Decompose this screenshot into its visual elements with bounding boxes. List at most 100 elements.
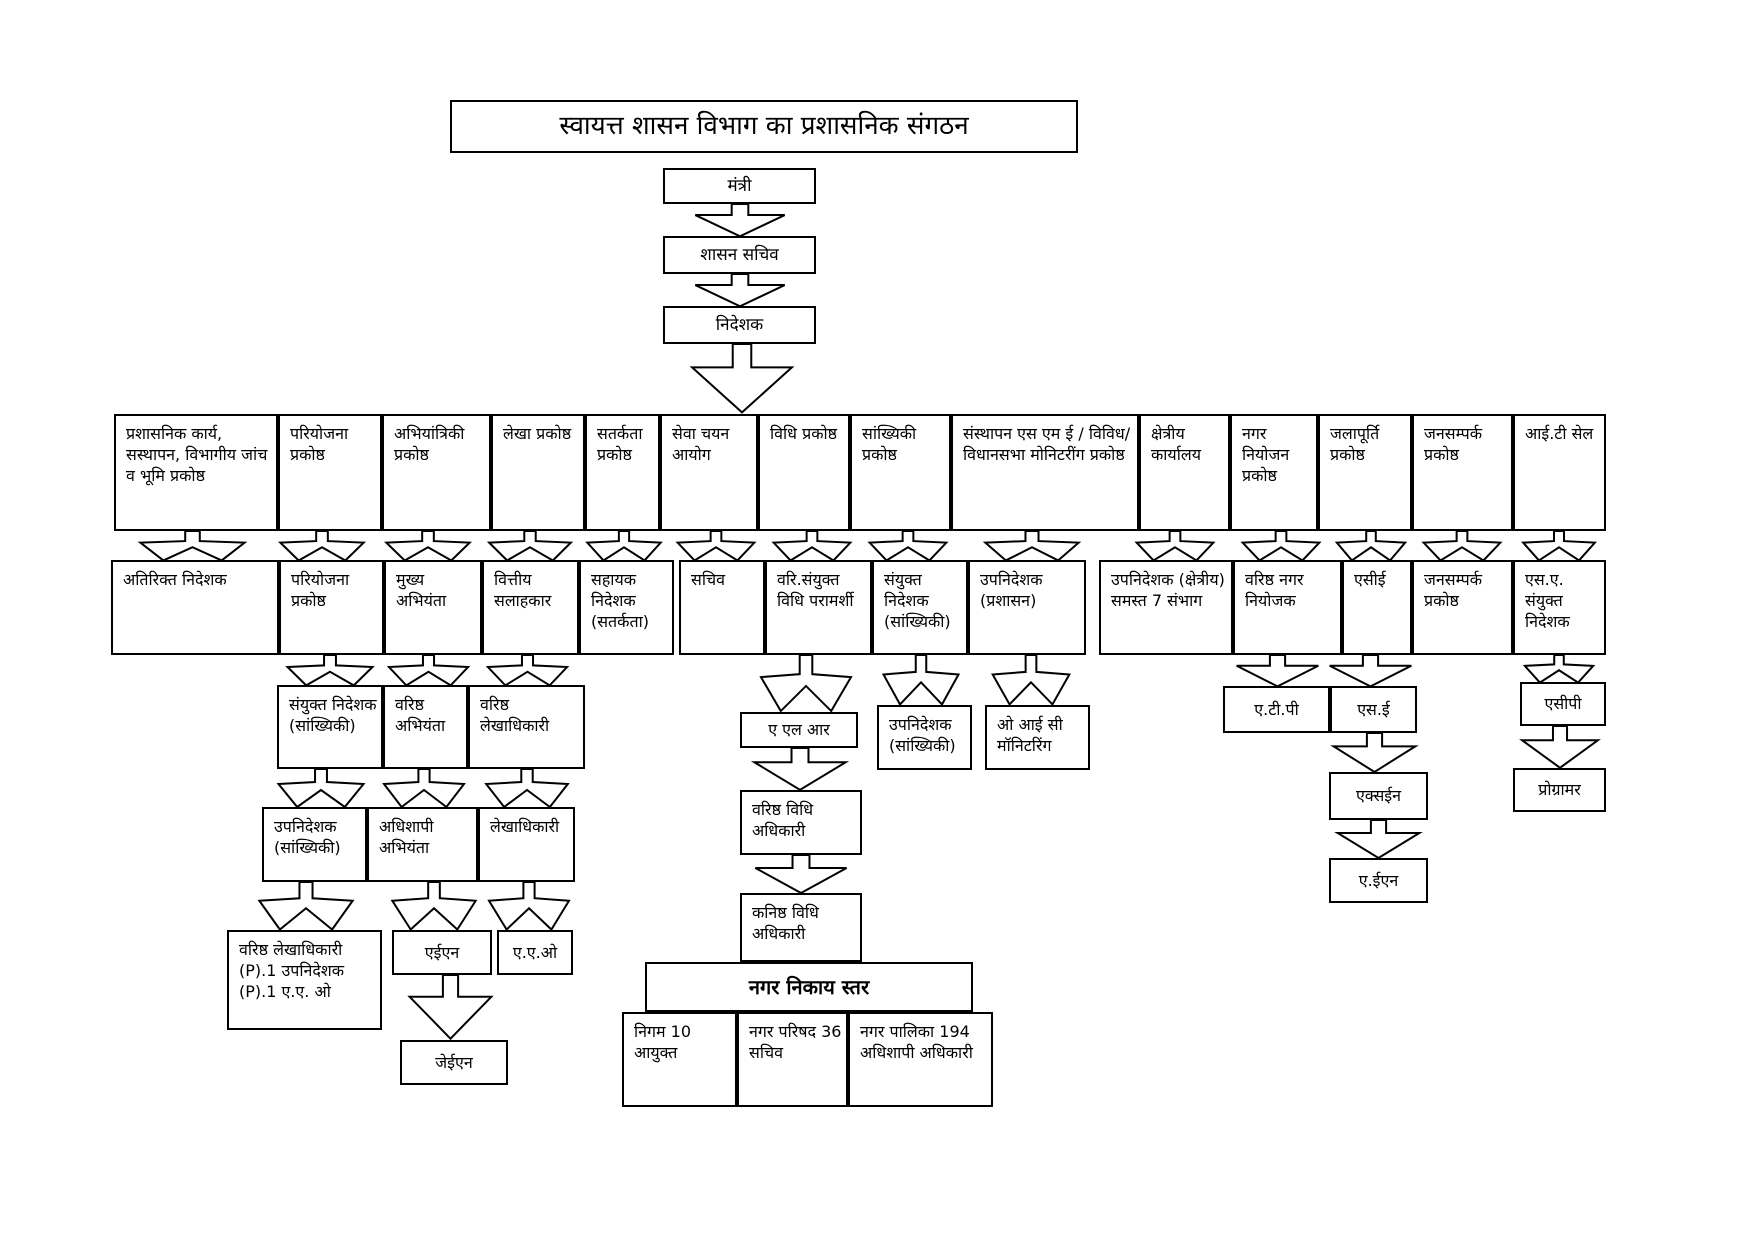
junior-law-officer: कनिष्ठ विधि अधिकारी <box>740 893 862 962</box>
statistics-cell: सांख्यिकी प्रकोष्ठ <box>850 414 951 531</box>
public-relations-cell-label: जनसम्पर्क प्रकोष्ठ <box>1424 424 1483 465</box>
fork-down-arrow <box>1416 531 1508 562</box>
fork-down-arrow <box>985 655 1077 707</box>
admin-establishment-cell: प्रशासनिक कार्य, सस्थापन, विभागीय जांच व… <box>114 414 278 531</box>
fork-down-arrow <box>1516 531 1602 562</box>
alr: ए एल आर <box>740 712 858 748</box>
accounts-cell-label: लेखा प्रकोष्ठ <box>503 424 572 443</box>
fork-down-arrow <box>270 769 372 809</box>
sa-joint-director: एस.ए. संयुक्त निदेशक <box>1513 560 1606 655</box>
director-label: निदेशक <box>715 314 764 335</box>
senior-accounts-officer: वरिष्ठ लेखाधिकारी <box>468 685 585 769</box>
corporation-commissioners: निगम 10 आयुक्त <box>622 1012 737 1107</box>
project-cell-2: परियोजना प्रकोष्ठ <box>279 560 384 655</box>
senior-law-officer: वरिष्ठ विधि अधिकारी <box>740 790 862 855</box>
fork-down-arrow <box>876 655 966 707</box>
service-selection-commission-label: सेवा चयन आयोग <box>672 424 730 465</box>
financial-advisor-label: वित्तीय सलाहकार <box>494 570 552 611</box>
atp-label: ए.टी.पी <box>1254 699 1299 719</box>
down-arrow <box>688 274 792 308</box>
assistant-director-vigilance: सहायक निदेशक (सतर्कता) <box>579 560 674 655</box>
senior-town-planner-label: वरिष्ठ नगर नियोजक <box>1245 570 1304 611</box>
deputy-director-admin: उपनिदेशक (प्रशासन) <box>968 560 1086 655</box>
statistics-cell-label: सांख्यिकी प्रकोष्ठ <box>862 424 917 465</box>
deputy-director-regional-label: उपनिदेशक (क्षेत्रीय) समस्त 7 संभाग <box>1111 570 1225 611</box>
down-arrow <box>1323 655 1418 688</box>
fork-down-arrow <box>381 655 476 687</box>
assistant-director-vigilance-label: सहायक निदेशक (सतर्कता) <box>591 570 649 632</box>
aen: एईएन <box>392 930 492 975</box>
establishment-sme-cell: संस्थापन एस एम ई / विविध/ विधानसभा मोनिट… <box>951 414 1139 531</box>
a-en-label: ए.ईएन <box>1358 870 1399 890</box>
fork-down-arrow <box>376 769 472 809</box>
atp: ए.टी.पी <box>1223 686 1330 733</box>
municipality-executive-officers-label: नगर पालिका 194 अधिशापी अधिकारी <box>860 1022 973 1063</box>
engineering-cell-label: अभियांत्रिकी प्रकोष्ठ <box>394 424 465 465</box>
council-secretaries-label: नगर परिषद 36 सचिव <box>749 1022 842 1063</box>
programmer-label: प्रोग्रामर <box>1538 780 1581 800</box>
town-planning-cell: नगर नियोजन प्रकोष्ठ <box>1230 414 1318 531</box>
senior-engineer: वरिष्ठ अभियंता <box>383 685 468 769</box>
deputy-director-statistics-2-label: उपनिदेशक (सांख्यिकी) <box>274 817 341 858</box>
fork-down-arrow <box>378 531 478 562</box>
senior-accounts-officer-label: वरिष्ठ लेखाधिकारी <box>480 695 550 736</box>
acp-label: एसीपी <box>1544 694 1582 714</box>
govt-secretary-label: शासन सचिव <box>700 244 779 265</box>
se: एस.ई <box>1330 686 1417 733</box>
aao: ए.ए.ओ <box>497 930 573 975</box>
urban-body-level: नगर निकाय स्तर <box>645 962 973 1012</box>
engineering-cell: अभियांत्रिकी प्रकोष्ठ <box>382 414 491 531</box>
accounts-cell: लेखा प्रकोष्ठ <box>491 414 585 531</box>
fork-down-arrow <box>478 769 576 809</box>
senior-town-planner: वरिष्ठ नगर नियोजक <box>1233 560 1342 655</box>
law-cell: विधि प्रकोष्ठ <box>758 414 850 531</box>
fork-down-arrow <box>1235 531 1327 562</box>
down-arrow <box>748 855 854 895</box>
minister-label: मंत्री <box>727 175 752 196</box>
fork-down-arrow <box>1518 655 1600 684</box>
it-cell-label: आई.टी सेल <box>1525 424 1594 443</box>
deputy-director-statistics: उपनिदेशक (सांख्यिकी) <box>877 705 972 770</box>
down-arrow <box>403 975 498 1042</box>
public-relations-cell-2-label: जनसम्पर्क प्रकोष्ठ <box>1424 570 1483 611</box>
water-supply-cell-label: जलापूर्ति प्रकोष्ठ <box>1330 424 1380 465</box>
fork-down-arrow <box>1330 531 1412 562</box>
fork-down-arrow <box>272 531 372 562</box>
corporation-commissioners-label: निगम 10 आयुक्त <box>634 1022 692 1063</box>
fork-down-arrow <box>480 655 575 687</box>
down-arrow <box>1516 726 1604 770</box>
deputy-director-regional: उपनिदेशक (क्षेत्रीय) समस्त 7 संभाग <box>1099 560 1233 655</box>
additional-director-label: अतिरिक्त निदेशक <box>123 570 227 589</box>
fork-down-arrow <box>976 531 1088 562</box>
deputy-director-statistics-label: उपनिदेशक (सांख्यिकी) <box>889 715 956 756</box>
minister: मंत्री <box>663 168 816 204</box>
down-arrow <box>1327 733 1422 774</box>
establishment-sme-cell-label: संस्थापन एस एम ई / विविध/ विधानसभा मोनिट… <box>963 424 1131 465</box>
down-arrow <box>747 748 853 792</box>
project-cell-2-label: परियोजना प्रकोष्ठ <box>291 570 350 611</box>
executive-engineer-label: अधिशापी अभियंता <box>379 817 434 858</box>
fork-down-arrow <box>1129 531 1221 562</box>
junior-law-officer-label: कनिष्ठ विधि अधिकारी <box>752 903 819 944</box>
senior-law-officer-label: वरिष्ठ विधि अधिकारी <box>752 800 814 841</box>
senior-joint-law-advisor: वरि.संयुक्त विधि परामर्शी <box>765 560 872 655</box>
chief-engineer: मुख्य अभियंता <box>384 560 482 655</box>
oic-monitoring: ओ आई सी मॉनिटरिंग <box>985 705 1090 770</box>
ace-label: एसीई <box>1354 570 1386 589</box>
council-secretaries: नगर परिषद 36 सचिव <box>737 1012 848 1107</box>
fork-down-arrow <box>279 655 381 687</box>
chief-engineer-label: मुख्य अभियंता <box>396 570 447 611</box>
additional-director: अतिरिक्त निदेशक <box>111 560 279 655</box>
joint-director-statistics: संयुक्त निदेशक (सांख्यिकी) <box>872 560 968 655</box>
regional-office-label: क्षेत्रीय कार्यालय <box>1151 424 1201 465</box>
fork-down-arrow <box>130 531 255 562</box>
executive-engineer: अधिशापी अभियंता <box>367 807 478 882</box>
joint-director-statistics-2: संयुक्त निदेशक (सांख्यिकी) <box>277 685 383 769</box>
urban-body-level-label: नगर निकाय स्तर <box>748 974 870 999</box>
se-label: एस.ई <box>1357 699 1390 719</box>
vigilance-cell-label: सतर्कता प्रकोष्ठ <box>597 424 643 465</box>
programmer: प्रोग्रामर <box>1513 768 1606 812</box>
municipality-executive-officers: नगर पालिका 194 अधिशापी अधिकारी <box>848 1012 993 1107</box>
senior-ao-deputy-director-label: वरिष्ठ लेखाधिकारी (P).1 उपनिदेशक (P).1 ए… <box>239 940 345 1002</box>
